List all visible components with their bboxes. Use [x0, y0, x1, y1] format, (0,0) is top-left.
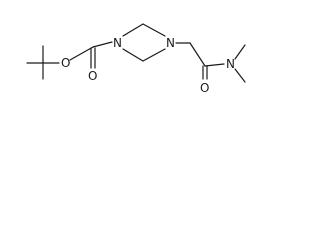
- atom-piperazine-n-left: N: [113, 36, 122, 50]
- atom-piperazine-n-right: N: [166, 36, 175, 50]
- carbamate-group: O O: [61, 41, 113, 83]
- dimethylacetamide-chain: O N: [175, 42, 246, 95]
- bond-amide-n-methyl-down: [234, 68, 246, 83]
- bond-carbonyl-to-piperazine-n: [92, 41, 113, 48]
- bond-ring-1: [122, 23, 144, 37]
- atom-ester-oxygen: O: [61, 56, 70, 70]
- bond-amide-n-methyl-up: [234, 44, 246, 60]
- bond-ring-3: [122, 48, 144, 62]
- bond-ester-oxygen-to-carbonyl: [69, 46, 94, 61]
- atom-amide-nitrogen: N: [226, 57, 235, 71]
- atom-amide-carbonyl-oxygen: O: [200, 81, 209, 95]
- bond-carbonyl-to-amide-n: [204, 63, 225, 67]
- molecule-structure: O O N N O N: [26, 23, 246, 95]
- bond-ring-2: [142, 23, 166, 37]
- atom-carbamate-carbonyl-oxygen: O: [88, 69, 97, 83]
- bond-ch2-to-carbonyl: [189, 42, 206, 67]
- tert-butyl-group: [26, 45, 60, 80]
- piperazine-ring: N N: [113, 23, 175, 62]
- bond-ring-4: [142, 48, 166, 62]
